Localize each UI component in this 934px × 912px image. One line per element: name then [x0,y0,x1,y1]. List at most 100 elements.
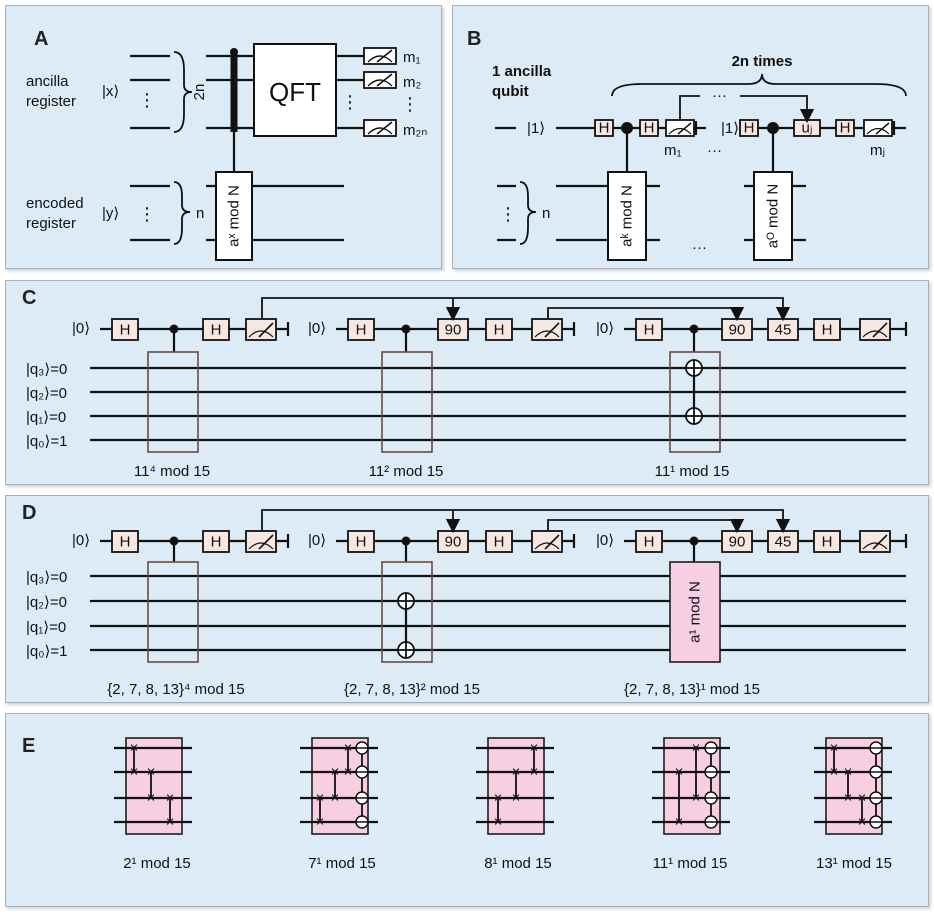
svg-text:H: H [822,534,833,551]
svg-text:×: × [530,764,539,781]
panel-e-circuits: ×× ×× ×× 2¹ mod 15 ×× ×× ×× 7¹ mod 1 [114,737,892,872]
caption-13-mod-15: 13¹ mod 15 [816,855,892,872]
panel-c-label: C [22,287,37,309]
qubit-q1: |q₁⟩=0 [26,619,66,636]
svg-text:H: H [494,534,505,551]
hadamard-gate [485,318,513,341]
qubit-q0: |q₀⟩=1 [26,433,67,450]
ancilla-qubit-label-2: qubit [492,83,529,100]
ancilla-init-3: |0⟩ [596,320,614,337]
svg-text:90: 90 [445,322,462,339]
svg-text:×: × [331,790,340,807]
hadamard-gate [202,530,230,553]
ellipsis-1: ··· [707,142,722,159]
encoded-state: |y⟩ [102,205,119,222]
caption-11-1: 11¹ mod 15 [655,463,730,480]
qubit-q3: |q₃⟩=0 [26,361,67,378]
svg-text:H: H [744,120,755,137]
qubit-q2: |q₂⟩=0 [26,385,67,402]
outputs-vertical-dots: ⋮ [401,94,419,114]
svg-text:45: 45 [775,322,792,339]
mod-box-set-2 [381,561,433,663]
svg-text:H: H [494,322,505,339]
svg-text:×: × [316,790,325,807]
svg-text:90: 90 [729,322,746,339]
output-m2: m₂ [403,74,421,91]
svg-text:aᵏ mod N: aᵏ mod N [619,185,636,247]
hadamard-gate [813,530,841,553]
ancilla-qubit-label-1: 1 ancilla [492,63,552,80]
measure-meter-m2 [363,71,397,89]
hadamard-gate [111,530,139,553]
measure-meter [245,318,277,341]
panel-e-label: E [22,735,36,757]
encoded-size: n [196,205,204,222]
output-mj: mⱼ [870,142,885,159]
ancilla-state-1: |1⟩ [527,120,545,137]
svg-text:90: 90 [445,534,462,551]
mod-box-11-1 [669,351,721,453]
caption-set-2: {2, 7, 8, 13}² mod 15 [344,681,480,698]
ancilla-init-3: |0⟩ [596,532,614,549]
measure-meter-b1 [665,119,695,137]
hadamard-gate [347,318,375,341]
circuit-7-mod-15: ×× ×× ×× [300,737,378,835]
output-m1: m₁ [403,49,421,66]
ancilla-vertical-dots: ⋮ [138,90,156,110]
classical-feed [679,95,700,120]
ellipsis-2: ··· [692,239,707,256]
svg-text:H: H [644,322,655,339]
ancilla-init-2: |0⟩ [308,532,326,549]
b-register-dots: ⋮ [499,204,517,224]
svg-text:×: × [147,764,156,781]
svg-text:×: × [494,814,503,831]
svg-text:×: × [344,764,353,781]
svg-text:×: × [675,764,684,781]
measure-meter [245,530,277,553]
hadamard-gate [202,318,230,341]
circuit-8-mod-15: ×× ×× ×× [476,737,554,835]
ancilla-init-2: |0⟩ [308,320,326,337]
mod-box-11-4 [147,351,199,453]
hadamard-gate [835,119,855,137]
svg-text:H: H [822,322,833,339]
panel-d [5,495,929,703]
ancilla-size: 2n [191,84,208,101]
qubit-q0: |q₀⟩=1 [26,643,67,660]
svg-text:×: × [130,764,139,781]
qubit-q3: |q₃⟩=0 [26,569,67,586]
measure-meter [531,530,563,553]
caption-set-4: {2, 7, 8, 13}⁴ mod 15 [107,681,244,698]
repeat-brace [611,73,907,97]
hadamard-gate [639,119,659,137]
measure-meter [859,318,891,341]
qubit-q2: |q₂⟩=0 [26,594,67,611]
measure-meter-m2n [363,119,397,137]
svg-text:H: H [120,322,131,339]
svg-text:×: × [530,740,539,757]
measure-meter-m1 [363,47,397,65]
panel-b-label: B [467,28,482,50]
mod-box-11-2 [381,351,433,453]
hadamard-gate [485,530,513,553]
output-m1: m₁ [664,142,682,159]
ancilla-register-label-1: ancilla [26,73,69,90]
svg-text:×: × [512,790,521,807]
hadamard-gate [813,318,841,341]
qft-label: QFT [269,77,321,107]
svg-text:uⱼ: uⱼ [802,120,813,137]
svg-text:H: H [644,120,655,137]
hadamard-gate [111,318,139,341]
cnot-target [397,641,415,659]
unitary-last [753,171,793,261]
svg-text:×: × [858,790,867,807]
encoded-vertical-dots: ⋮ [138,204,156,224]
panel-c-circuit: |0⟩ |0⟩ |0⟩ |q₃⟩=0 |q₂⟩=0 |q₁⟩=0 |q₀⟩=1 … [26,297,908,480]
modexp-unitary-label: aˣ mod N [226,185,243,247]
ancilla-state: |x⟩ [102,83,119,100]
svg-text:×: × [675,814,684,831]
svg-text:×: × [166,814,175,831]
cnot-target [685,407,703,425]
hadamard-gate [594,119,614,137]
